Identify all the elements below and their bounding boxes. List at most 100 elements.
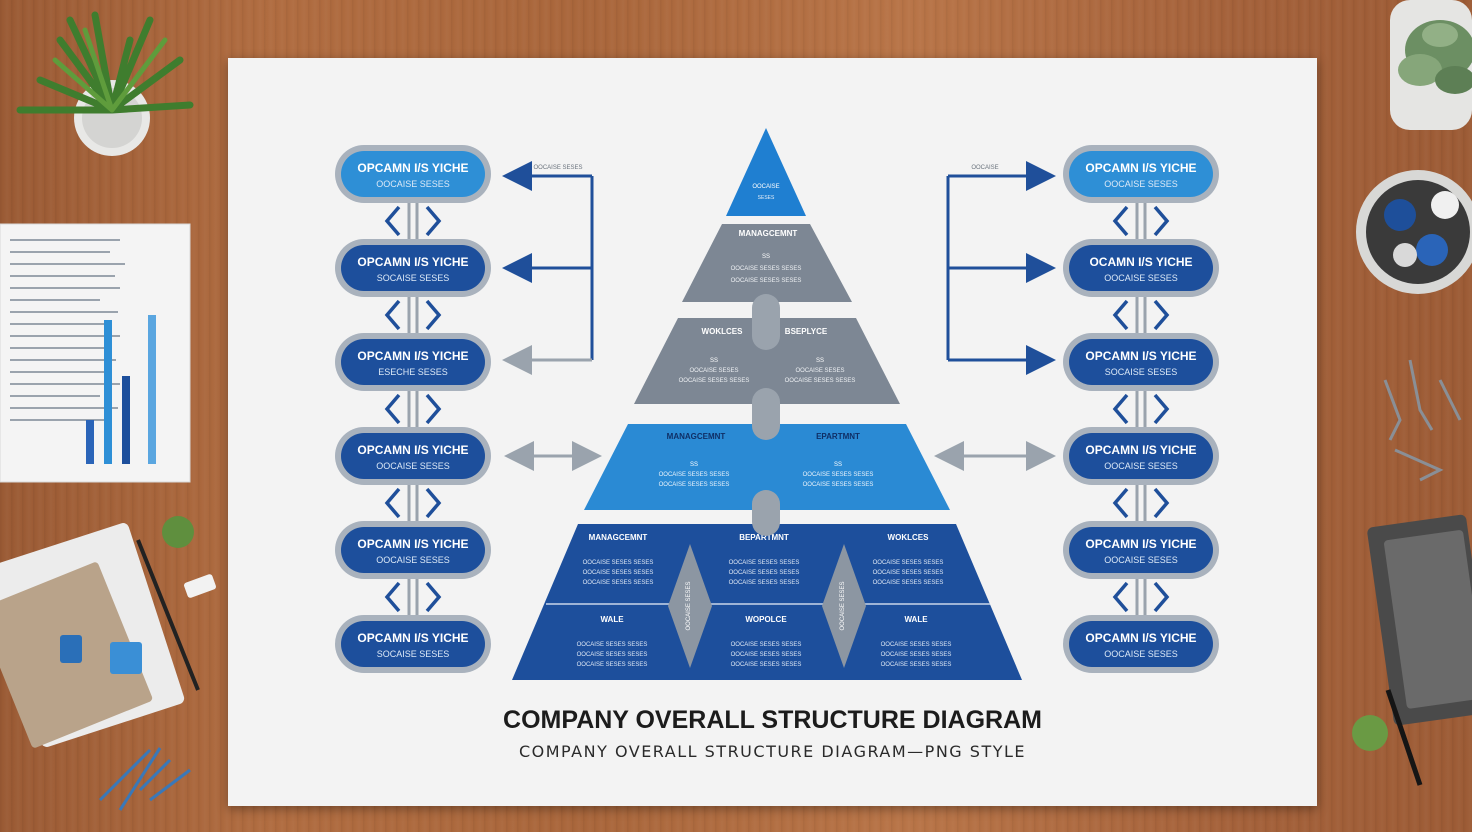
- right-pill-title: OPCAMN I/S YICHE: [1085, 537, 1196, 551]
- tier-connector-3: [752, 490, 780, 536]
- tier5-cell-text: OOCAISE SESES SESES: [873, 560, 944, 566]
- tier2-heading: MANAGCEMNT: [739, 229, 798, 238]
- tier2-sub: SS: [762, 254, 770, 260]
- right-pill-4: OPCAMN I/S YICHE OOCAISE SESES: [1063, 427, 1219, 485]
- notebook-bottom-left: [0, 516, 216, 811]
- tier4-left-sub: SS: [690, 462, 698, 468]
- chevron-left-icon: [1112, 487, 1129, 519]
- arrow-caption-top-left: OOCAISE SESES: [533, 165, 582, 171]
- chevron-right-icon: [425, 393, 442, 425]
- left-pill-title: OPCAMN I/S YICHE: [357, 255, 468, 269]
- tier5-diamond-left-label: OOCAISE SESES: [686, 581, 692, 630]
- binder-clips-right: [1383, 359, 1462, 482]
- tier2-line2: OOCAISE SESES SESES: [731, 278, 802, 284]
- tier5-cell-text: OOCAISE SESES SESES: [731, 662, 802, 668]
- right-connectors: [934, 161, 1056, 471]
- right-chevron-connector-5: [1112, 579, 1170, 615]
- right-pill-title: OPCAMN I/S YICHE: [1085, 349, 1196, 363]
- tier3-left-sub: SS: [710, 358, 718, 364]
- right-pill-subtitle: OOCAISE SESES: [1104, 273, 1178, 283]
- succulent-top-right: [1390, 0, 1472, 130]
- left-pill-6: OPCAMN I/S YICHE SOCAISE SESES: [335, 615, 491, 673]
- right-pill-title: OPCAMN I/S YICHE: [1085, 161, 1196, 175]
- tier5-cell-heading: MANAGCEMNT: [589, 533, 648, 542]
- left-pill-subtitle: OOCAISE SESES: [376, 179, 450, 189]
- chevron-left-icon: [1112, 393, 1129, 425]
- tier5-cell-heading: WALE: [904, 615, 928, 624]
- right-pill-6: OPCAMN I/S YICHE OOCAISE SESES: [1063, 615, 1219, 673]
- tier3-left-line2: OOCAISE SESES SESES: [679, 378, 750, 384]
- book-right: [1352, 514, 1472, 786]
- tier4-left-line1: OOCAISE SESES SESES: [659, 472, 730, 478]
- left-connectors: [502, 161, 602, 471]
- chevron-left-icon: [1112, 299, 1129, 331]
- left-pill-4: OPCAMN I/S YICHE OOCAISE SESES: [335, 427, 491, 485]
- tier5-cell-heading: WOPOLCE: [745, 615, 787, 624]
- chevron-right-icon: [425, 581, 442, 613]
- tier4-left-heading: MANAGCEMNT: [667, 432, 726, 441]
- tier3-right-heading: BSEPLYCE: [785, 327, 828, 336]
- tier5-diamond-right: [822, 544, 866, 668]
- right-chevron-connector-3: [1112, 391, 1170, 427]
- left-pill-subtitle: SOCAISE SESES: [377, 273, 450, 283]
- apex-line1: OOCAISE: [752, 184, 779, 190]
- tier5-cell-text: OOCAISE SESES SESES: [731, 652, 802, 658]
- right-pill-subtitle: OOCAISE SESES: [1104, 461, 1178, 471]
- tier5-cell-6: WALE OOCAISE SESES SESES OOCAISE SESES SES…: [881, 615, 952, 668]
- right-chevron-connector-4: [1112, 485, 1170, 521]
- right-pill-body: [1069, 151, 1213, 197]
- chevron-left-icon: [1112, 581, 1129, 613]
- tier3-right-line2: OOCAISE SESES SESES: [785, 378, 856, 384]
- tier-connector-2: [752, 388, 780, 440]
- tier3-left-line1: OOCAISE SESES: [689, 368, 738, 374]
- left-chevron-connector-4: [384, 485, 442, 521]
- right-pill-2: OCAMN I/S YICHE OOCAISE SESES: [1063, 239, 1219, 297]
- chevron-right-icon: [425, 487, 442, 519]
- chevron-right-icon: [1153, 487, 1170, 519]
- left-pill-title: OPCAMN I/S YICHE: [357, 537, 468, 551]
- right-pill-subtitle: OOCAISE SESES: [1104, 179, 1178, 189]
- tier5-cell-text: OOCAISE SESES SESES: [881, 662, 952, 668]
- right-pill-body: [1069, 621, 1213, 667]
- tier5-cell-text: OOCAISE SESES SESES: [577, 642, 648, 648]
- tier5-diamond-right-label: OOCAISE SESES: [840, 581, 846, 630]
- right-pill-subtitle: OOCAISE SESES: [1104, 649, 1178, 659]
- pyramid-tier-2: [682, 224, 852, 302]
- chevron-right-icon: [1153, 299, 1170, 331]
- chevron-right-icon: [1153, 205, 1170, 237]
- left-pill-title: OPCAMN I/S YICHE: [357, 631, 468, 645]
- tier5-cells: MANAGCEMNT OOCAISE SESES SESES OOCAISE SES…: [577, 533, 952, 668]
- left-pill-subtitle: OOCAISE SESES: [376, 461, 450, 471]
- left-chevron-connector-2: [384, 297, 442, 333]
- right-pill-title: OCAMN I/S YICHE: [1089, 255, 1192, 269]
- left-pill-body: [341, 527, 485, 573]
- tier4-right-line2: OOCAISE SESES SESES: [803, 482, 874, 488]
- right-chevron-connector-1: [1112, 203, 1170, 239]
- tier2-line1: OOCAISE SESES SESES: [731, 266, 802, 272]
- tier5-cell-5: WOPOLCE OOCAISE SESES SESES OOCAISE SESES …: [731, 615, 802, 668]
- right-pill-title: OPCAMN I/S YICHE: [1085, 631, 1196, 645]
- tier5-cell-heading: BEPARTMNT: [739, 533, 789, 542]
- tier4-right-heading: EPARTMNT: [816, 432, 860, 441]
- pyramid-apex: [726, 128, 806, 216]
- left-pill-title: OPCAMN I/S YICHE: [357, 443, 468, 457]
- left-pill-column: OPCAMN I/S YICHE OOCAISE SESES OPCAMN I/S …: [335, 145, 491, 673]
- diagram-title: COMPANY OVERALL STRUCTURE DIAGRAM: [503, 706, 1042, 734]
- right-pill-title: OPCAMN I/S YICHE: [1085, 443, 1196, 457]
- chevron-left-icon: [384, 581, 401, 613]
- tier5-cell-text: OOCAISE SESES SESES: [881, 642, 952, 648]
- left-pill-subtitle: SOCAISE SESES: [377, 649, 450, 659]
- tier5-cell-heading: WOKLCES: [888, 533, 930, 542]
- tier5-cell-text: OOCAISE SESES SESES: [583, 560, 654, 566]
- tier5-cell-text: OOCAISE SESES SESES: [577, 662, 648, 668]
- tier5-cell-text: OOCAISE SESES SESES: [577, 652, 648, 658]
